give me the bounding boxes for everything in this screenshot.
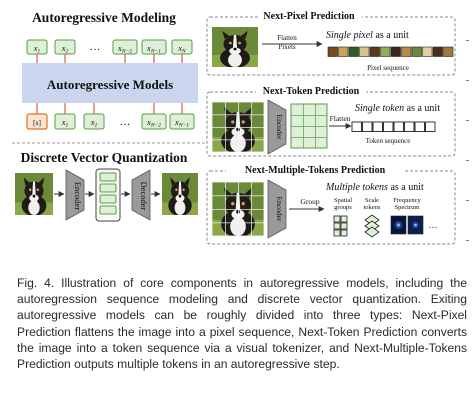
svg-text:xN−2: xN−2 [117,43,132,55]
token-unit-text: Single token as a unit [355,103,440,114]
svg-text:xN−1: xN−1 [146,43,161,55]
ar-models-block [22,63,198,103]
token-sequence [351,121,436,132]
svg-text:x1: x1 [61,117,69,129]
multi-input-grid [211,181,265,237]
dvq-output-image [162,173,198,216]
token-panel-title: Next-Token Prediction [263,86,360,97]
flatten-pixels-line1: Flatten [277,34,297,42]
pixel-unit-text: Single pixel as a unit [326,30,409,41]
input-token: xN−2 [141,113,167,130]
options-ellipsis: … [429,220,438,230]
token-square [362,121,373,132]
token-square [372,121,383,132]
spatial-groups-label-2: groups [334,204,352,211]
pixel-square [359,46,370,57]
multi-panel-title: Next-Multiple-Tokens Prediction [245,165,386,176]
pixel-square [411,46,422,57]
pixel-sequence [327,46,454,57]
frequency-spectrum-icon [390,215,424,235]
input-connectors [36,103,183,114]
output-connectors [36,54,183,63]
pixel-square [401,46,412,57]
multi-encoder: Encoder [267,179,287,239]
scale-tokens-label-1: Scale [365,197,379,204]
frequency-spectrum-label-1: Frequency [393,197,421,204]
pixel-square [338,46,349,57]
svg-text:Decoder: Decoder [139,182,149,211]
svg-text:Encoder: Encoder [73,182,83,210]
spatial-groups-label-1: Spatial [334,197,352,204]
next-token-panel: Next-Token Prediction Encoder Flatten Si… [206,83,456,157]
dvq-encoder: Encoder [65,169,85,221]
input-token-row: [s] x1 x2 … xN−2 xN−1 [26,113,195,130]
pixel-square [422,46,433,57]
output-token: xN−2 [112,39,138,55]
svg-text:[s]: [s] [33,118,41,127]
input-token: xN−1 [169,113,195,130]
flatten-pixels-line2: Pixels [278,43,295,51]
token-square [404,121,415,132]
pixel-square [443,46,454,57]
token-square [425,121,436,132]
token-input-grid [211,101,265,153]
token-square [393,121,404,132]
pixel-square [390,46,401,57]
frequency-spectrum-label-2: Spectrum [395,204,420,211]
token-square [414,121,425,132]
svg-text:xN: xN [177,43,186,55]
page-edge-marks [466,40,469,241]
output-token: xN [171,39,193,55]
figure-caption: Fig. 4. Illustration of core components … [17,276,467,372]
token-latent-grid [290,103,328,149]
scale-tokens-icon [364,214,380,238]
input-ellipsis: … [120,116,131,128]
figure-diagram: Autoregressive Modeling x1 x2 … xN−2 xN−… [12,8,469,245]
token-encoder: Encoder [267,99,287,155]
svg-text:Encoder: Encoder [275,115,284,140]
output-token: xN−1 [141,39,167,55]
svg-text:x2: x2 [61,43,69,55]
output-token: x1 [26,39,48,55]
output-ellipsis: … [90,41,101,53]
ar-models-label: Autoregressive Models [47,77,173,92]
input-token: x1 [54,113,76,130]
token-flatten-label: Flatten [330,114,351,123]
svg-text:x2: x2 [90,117,98,129]
svg-text:xN−1: xN−1 [174,117,189,129]
pixel-square [348,46,359,57]
scale-tokens-label-2: tokens [364,204,381,211]
pixel-square [380,46,391,57]
svg-text:Encoder: Encoder [275,197,284,222]
dvq-decoder: Decoder [131,169,151,221]
token-sequence-label: Token sequence [366,137,411,145]
token-square [383,121,394,132]
pixel-input-image [212,27,258,68]
spatial-groups-icon [333,215,348,237]
pixel-sequence-label: Pixel sequence [367,64,409,72]
dvq-input-image [15,173,53,216]
input-token: x2 [83,113,105,130]
pixel-square [369,46,380,57]
multi-unit-text: Multiple tokens as a unit [325,182,424,193]
dvq-title: Discrete Vector Quantization [21,150,188,165]
pixel-square [327,46,338,57]
token-square [351,121,362,132]
next-multiple-tokens-panel: Next-Multiple-Tokens Prediction Encoder … [206,162,456,245]
next-pixel-panel: Next-Pixel Prediction Flatten Pixels Sin… [206,8,456,76]
output-token-row: x1 x2 … xN−2 xN−1 xN [26,39,193,55]
group-label: Group [300,197,319,206]
svg-text:x1: x1 [33,43,41,55]
pixel-panel-title: Next-Pixel Prediction [263,11,355,22]
output-token: x2 [54,39,76,55]
codebook-column [95,168,121,222]
ar-modeling-title: Autoregressive Modeling [32,10,176,25]
svg-text:xN−2: xN−2 [146,117,161,129]
start-token: [s] [26,113,48,130]
pixel-square [432,46,443,57]
